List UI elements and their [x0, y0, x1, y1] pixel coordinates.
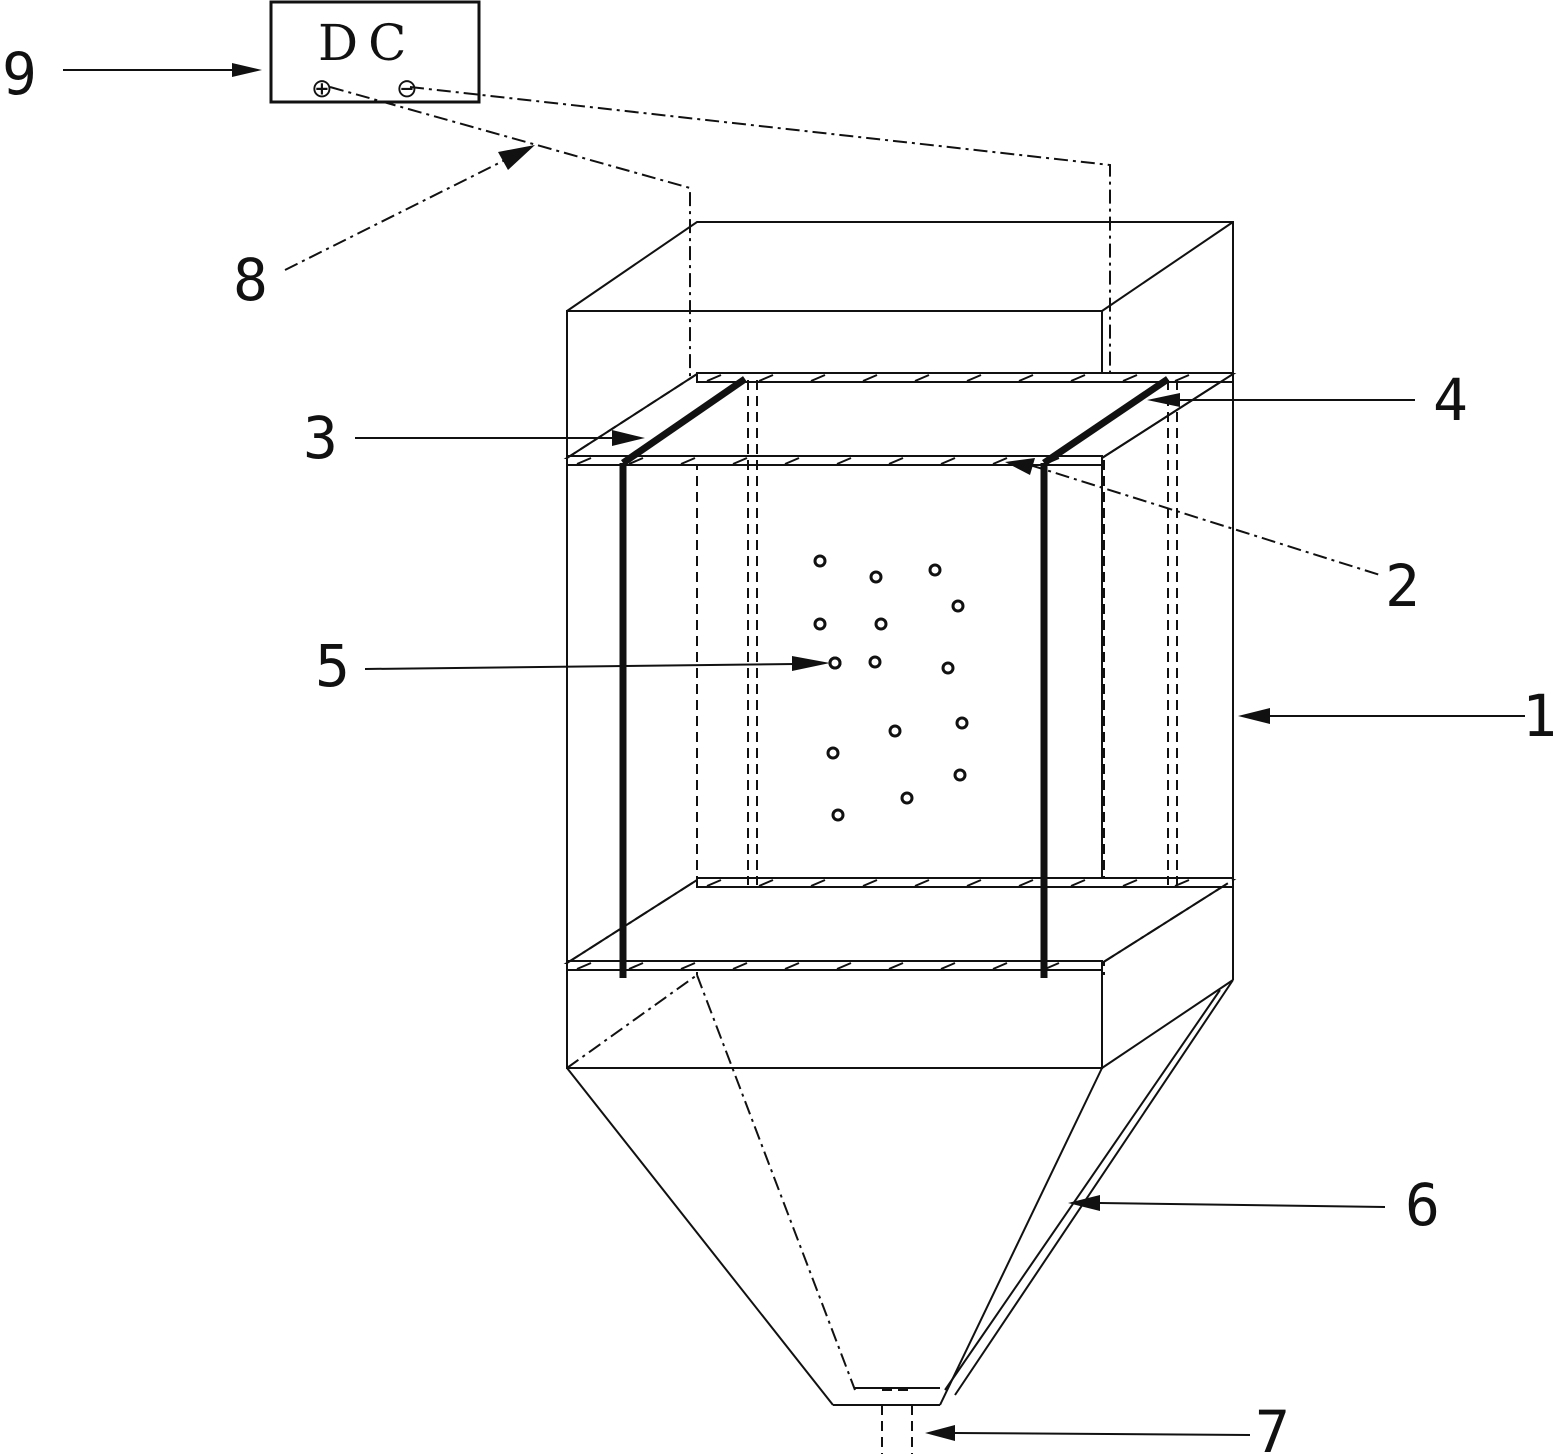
hatch-mark	[914, 879, 930, 887]
leader-lines	[63, 63, 1525, 1441]
particle	[928, 563, 942, 577]
wires	[329, 86, 1111, 975]
outer-housing	[566, 221, 1234, 1069]
particle	[941, 661, 955, 675]
arrow-9	[232, 63, 262, 77]
hatch-mark	[966, 374, 982, 382]
arrow-6	[1068, 1195, 1100, 1211]
electrode-columns	[619, 376, 1178, 978]
hatch-mark	[758, 374, 774, 382]
arrow-5	[792, 656, 830, 671]
hatch-mark	[706, 879, 722, 887]
callout-1: 1	[1522, 682, 1553, 750]
hatch-mark	[1122, 879, 1138, 887]
hatch-mark	[576, 457, 592, 465]
dc-power-supply: DC ⊕ ⊖	[269, 0, 481, 104]
arrow-1	[1238, 708, 1270, 724]
callout-6: 6	[1405, 1171, 1440, 1239]
callout-7: 7	[1255, 1398, 1290, 1454]
arrow-8	[498, 145, 535, 170]
lower-mesh-plate	[563, 877, 1237, 971]
plate-hatching	[576, 374, 1190, 970]
hatch-mark	[576, 962, 592, 970]
hatch-mark	[888, 962, 904, 970]
particle	[828, 656, 842, 670]
dc-label: DC	[318, 14, 416, 72]
hatch-mark	[914, 374, 930, 382]
particle	[955, 716, 969, 730]
callout-2: 2	[1385, 552, 1420, 620]
hatch-mark	[706, 374, 722, 382]
callout-9: 9	[2, 40, 37, 108]
hatch-mark	[810, 374, 826, 382]
hatch-mark	[680, 457, 696, 465]
negative-terminal-icon: ⊖	[396, 74, 418, 104]
particles	[813, 554, 969, 822]
callout-3: 3	[303, 404, 338, 472]
hatch-mark	[628, 457, 644, 465]
particle	[831, 808, 845, 822]
callout-5: 5	[315, 632, 350, 700]
hatch-mark	[940, 962, 956, 970]
arrow-4	[1147, 393, 1180, 407]
upper-mesh-plate	[563, 372, 1237, 466]
particle	[951, 599, 965, 613]
hatch-mark	[732, 962, 748, 970]
callout-8: 8	[233, 246, 268, 314]
callout-labels: 9 8 3 4 2 5 1 6 7	[2, 40, 1553, 1454]
hatch-mark	[1070, 374, 1086, 382]
particle	[826, 746, 840, 760]
callout-4: 4	[1433, 366, 1468, 434]
hatch-mark	[836, 457, 852, 465]
particle	[813, 554, 827, 568]
hatch-mark	[1018, 374, 1034, 382]
particle	[869, 570, 883, 584]
hatch-mark	[966, 879, 982, 887]
hatch-mark	[992, 962, 1008, 970]
hatch-mark	[862, 374, 878, 382]
hatch-mark	[992, 457, 1008, 465]
hatch-mark	[732, 457, 748, 465]
particle	[874, 617, 888, 631]
hatch-mark	[810, 879, 826, 887]
hatch-mark	[628, 962, 644, 970]
particle	[813, 617, 827, 631]
hopper-cone	[566, 974, 1234, 1454]
hatch-mark	[940, 457, 956, 465]
arrow-7	[925, 1425, 955, 1441]
hatch-mark	[680, 962, 696, 970]
hatch-mark	[1018, 879, 1034, 887]
hatch-mark	[784, 962, 800, 970]
particle	[868, 655, 882, 669]
hatch-mark	[784, 457, 800, 465]
hatch-mark	[1070, 879, 1086, 887]
arrow-2	[1005, 458, 1035, 475]
particle	[953, 768, 967, 782]
hatch-mark	[862, 879, 878, 887]
arrow-3	[612, 430, 645, 446]
hatch-mark	[758, 879, 774, 887]
hatch-mark	[836, 962, 852, 970]
positive-terminal-icon: ⊕	[311, 74, 333, 104]
hatch-mark	[1122, 374, 1138, 382]
particle	[900, 791, 914, 805]
particle	[888, 724, 902, 738]
hatch-mark	[888, 457, 904, 465]
